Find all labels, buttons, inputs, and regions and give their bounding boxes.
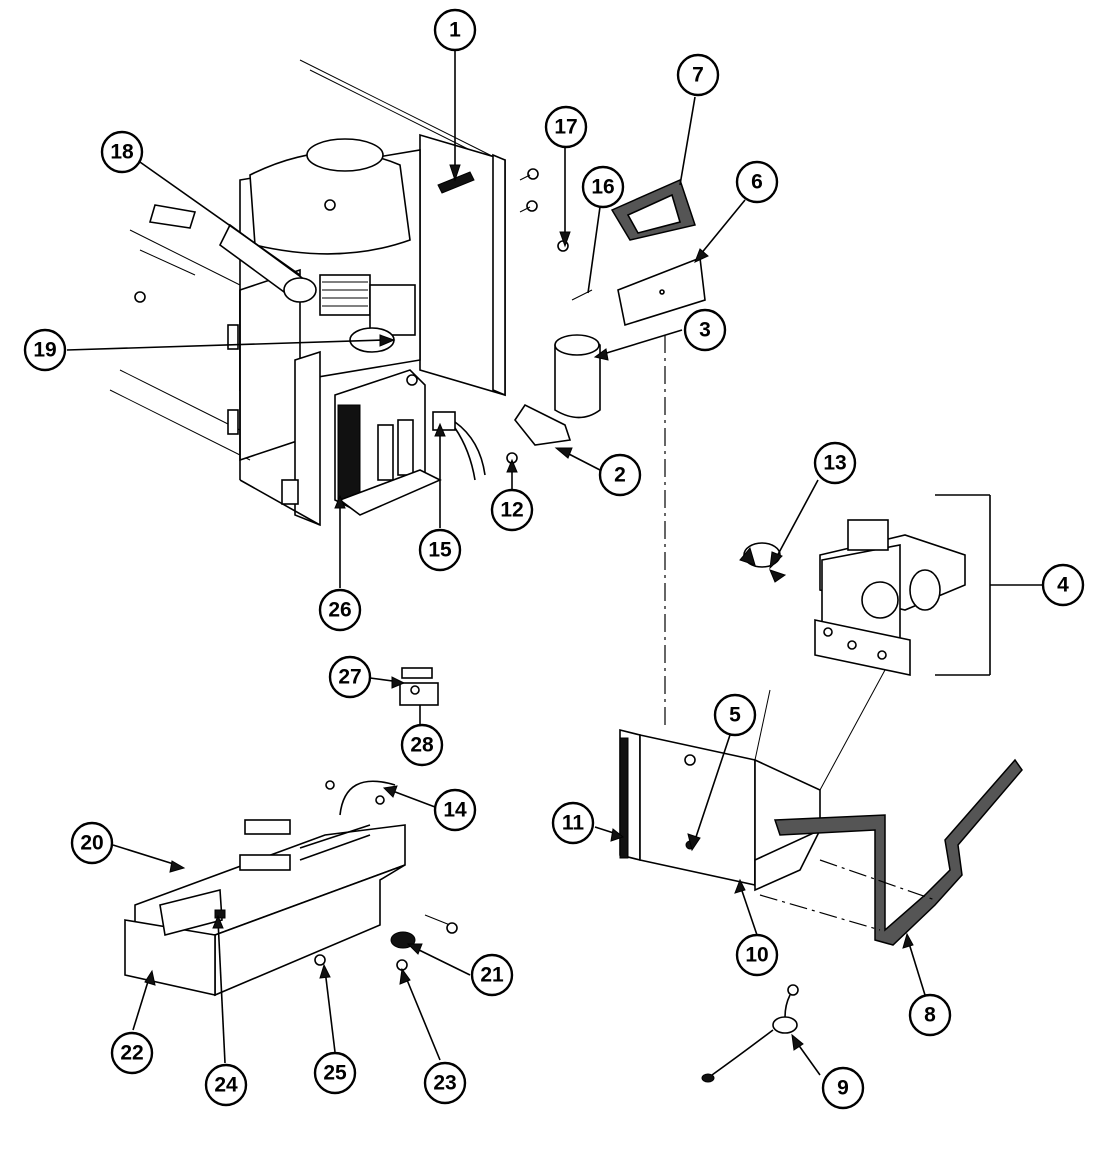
svg-text:24: 24 xyxy=(214,1074,238,1097)
svg-text:13: 13 xyxy=(823,452,846,475)
callout-9: 9 xyxy=(821,1066,865,1110)
svg-text:17: 17 xyxy=(554,116,577,139)
svg-text:22: 22 xyxy=(120,1042,143,1065)
callout-17: 17 xyxy=(544,105,588,149)
svg-text:19: 19 xyxy=(33,339,56,362)
svg-text:23: 23 xyxy=(433,1072,456,1095)
callout-4: 4 xyxy=(1041,563,1085,607)
callout-24: 24 xyxy=(204,1063,248,1107)
callout-25: 25 xyxy=(313,1051,357,1095)
fan-motor xyxy=(814,494,991,676)
callout-19: 19 xyxy=(23,328,67,372)
callouts: 1 2 3 4 5 6 7 8 9 10 11 12 13 14 15 16 1… xyxy=(23,8,1085,1110)
svg-text:10: 10 xyxy=(745,944,768,967)
transformer xyxy=(334,369,442,516)
callout-11: 11 xyxy=(551,801,595,845)
callout-15: 15 xyxy=(418,528,462,572)
leader-lines xyxy=(66,50,1043,1076)
callout-22: 22 xyxy=(110,1031,154,1075)
svg-text:26: 26 xyxy=(328,599,351,622)
svg-text:5: 5 xyxy=(729,704,741,727)
callout-21: 21 xyxy=(470,953,514,997)
callout-18: 18 xyxy=(100,130,144,174)
callout-3: 3 xyxy=(683,308,727,352)
svg-text:8: 8 xyxy=(924,1004,936,1027)
wire-harness xyxy=(701,984,799,1083)
callout-27: 27 xyxy=(328,655,372,699)
svg-text:11: 11 xyxy=(562,812,585,835)
chassis-frame xyxy=(109,59,593,527)
duct-gasket xyxy=(773,758,1023,946)
svg-text:28: 28 xyxy=(410,734,434,757)
svg-text:3: 3 xyxy=(699,319,711,342)
callout-5: 5 xyxy=(713,693,757,737)
svg-text:4: 4 xyxy=(1057,574,1069,597)
hv-capacitor xyxy=(506,334,601,464)
callout-6: 6 xyxy=(735,160,779,204)
callout-13: 13 xyxy=(813,441,857,485)
callout-16: 16 xyxy=(581,165,625,209)
svg-text:20: 20 xyxy=(80,832,103,855)
callout-23: 23 xyxy=(423,1061,467,1105)
callout-8: 8 xyxy=(908,993,952,1037)
svg-text:7: 7 xyxy=(692,64,704,87)
reference-lines xyxy=(664,335,936,931)
hv-diode xyxy=(432,411,486,481)
waveguide-cover xyxy=(617,256,706,327)
small-bracket xyxy=(399,667,439,706)
callout-26: 26 xyxy=(318,588,362,632)
svg-text:6: 6 xyxy=(751,171,763,194)
callout-2: 2 xyxy=(598,453,642,497)
svg-text:18: 18 xyxy=(110,141,134,164)
callout-20: 20 xyxy=(70,821,114,865)
callout-7: 7 xyxy=(676,53,720,97)
svg-text:14: 14 xyxy=(443,799,467,822)
callout-1: 1 xyxy=(433,8,477,52)
svg-text:1: 1 xyxy=(449,19,461,42)
svg-text:9: 9 xyxy=(837,1077,849,1100)
air-duct xyxy=(619,669,886,892)
thermostat xyxy=(739,542,787,583)
svg-text:21: 21 xyxy=(480,964,504,987)
gasket xyxy=(610,178,696,241)
svg-text:15: 15 xyxy=(428,539,452,562)
svg-text:16: 16 xyxy=(591,176,614,199)
callout-28: 28 xyxy=(400,723,444,767)
callout-14: 14 xyxy=(433,788,477,832)
callout-10: 10 xyxy=(735,933,779,977)
svg-text:27: 27 xyxy=(338,666,361,689)
svg-text:2: 2 xyxy=(614,464,626,487)
svg-text:12: 12 xyxy=(500,499,523,522)
svg-text:25: 25 xyxy=(323,1062,347,1085)
callout-12: 12 xyxy=(490,488,534,532)
control-tray xyxy=(124,780,458,997)
